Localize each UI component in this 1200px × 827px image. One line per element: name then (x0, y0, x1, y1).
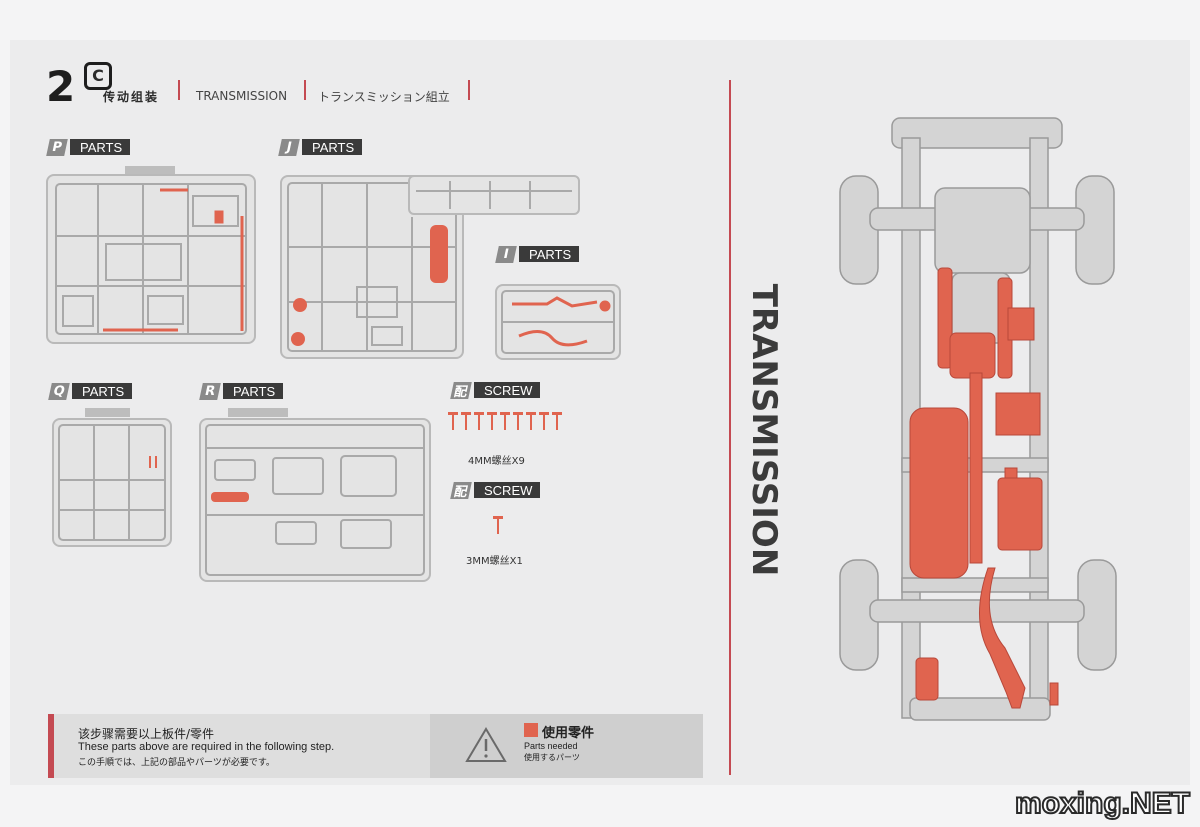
legend-color-swatch (524, 723, 538, 737)
divider-line (729, 80, 731, 775)
sprue-tab (85, 408, 130, 417)
screw-icon (552, 412, 562, 430)
legend-label-jp: 使用するパーツ (524, 753, 580, 762)
sprue-tab (228, 408, 288, 417)
screw-icon (448, 412, 458, 430)
side-title: TRANSMISSION (744, 283, 784, 577)
screw-label-3mm: 配 SCREW (450, 481, 541, 500)
legend-label-cn: 使用零件 (542, 726, 595, 741)
warning-triangle-icon (465, 727, 507, 762)
screw-icon (513, 412, 523, 430)
screw-icon (487, 412, 497, 430)
screw-icon (539, 412, 549, 430)
title-chinese: 传动组装 (103, 90, 160, 104)
parts-label-q: Q PARTS (48, 382, 133, 400)
title-english: TRANSMISSION (196, 89, 288, 103)
sprue-p (46, 174, 256, 344)
sprue-j-drawing (287, 182, 457, 352)
footer-note-jp: この手順では、上記の部品やパーツが必要です。 (78, 758, 275, 768)
sprue-i-drawing (501, 290, 615, 354)
screw-icon (526, 412, 536, 430)
watermark: moxing.NET (1014, 786, 1191, 821)
sprue-tab (125, 166, 175, 175)
screw-count-4mm: 4MM螺丝X9 (468, 456, 525, 467)
sprue-r-drawing (205, 424, 425, 576)
sprue-j-ext-drawing (416, 181, 572, 209)
screw-icon (500, 412, 510, 430)
sprue-r (199, 418, 431, 582)
title-separator (468, 80, 470, 100)
footer-accent-bar (48, 714, 54, 778)
screw-icon (493, 516, 503, 534)
parts-label-i: I PARTS (495, 245, 580, 263)
sprue-i (495, 284, 621, 360)
screw-icon (461, 412, 471, 430)
title-japanese: トランスミッション組立 (318, 90, 450, 104)
footer-note: 该步骤需要以上板件/零件 These parts above are requi… (48, 714, 703, 778)
screw-label-4mm: 配 SCREW (450, 381, 541, 400)
sprue-p-drawing (55, 183, 247, 335)
screw-icon (474, 412, 484, 430)
screws-4mm (448, 412, 562, 430)
step-number: 2 (46, 62, 75, 111)
parts-label-p: P PARTS (46, 138, 131, 156)
screw-count-3mm: 3MM螺丝X1 (466, 556, 523, 567)
sprue-q (52, 418, 172, 547)
parts-label-r: R PARTS (199, 382, 284, 400)
screws-3mm (493, 516, 503, 534)
title-separator (178, 80, 180, 100)
footer-note-en: These parts above are required in the fo… (78, 741, 335, 753)
chassis-illustration (839, 117, 1117, 721)
sprue-j-extension (408, 175, 580, 215)
footer-note-cn: 该步骤需要以上板件/零件 (78, 727, 215, 741)
legend-label-en: Parts needed (524, 741, 578, 751)
title-separator (304, 80, 306, 100)
step-letter: C (84, 62, 112, 90)
parts-label-j: J PARTS (278, 138, 363, 156)
sprue-q-drawing (58, 424, 166, 541)
